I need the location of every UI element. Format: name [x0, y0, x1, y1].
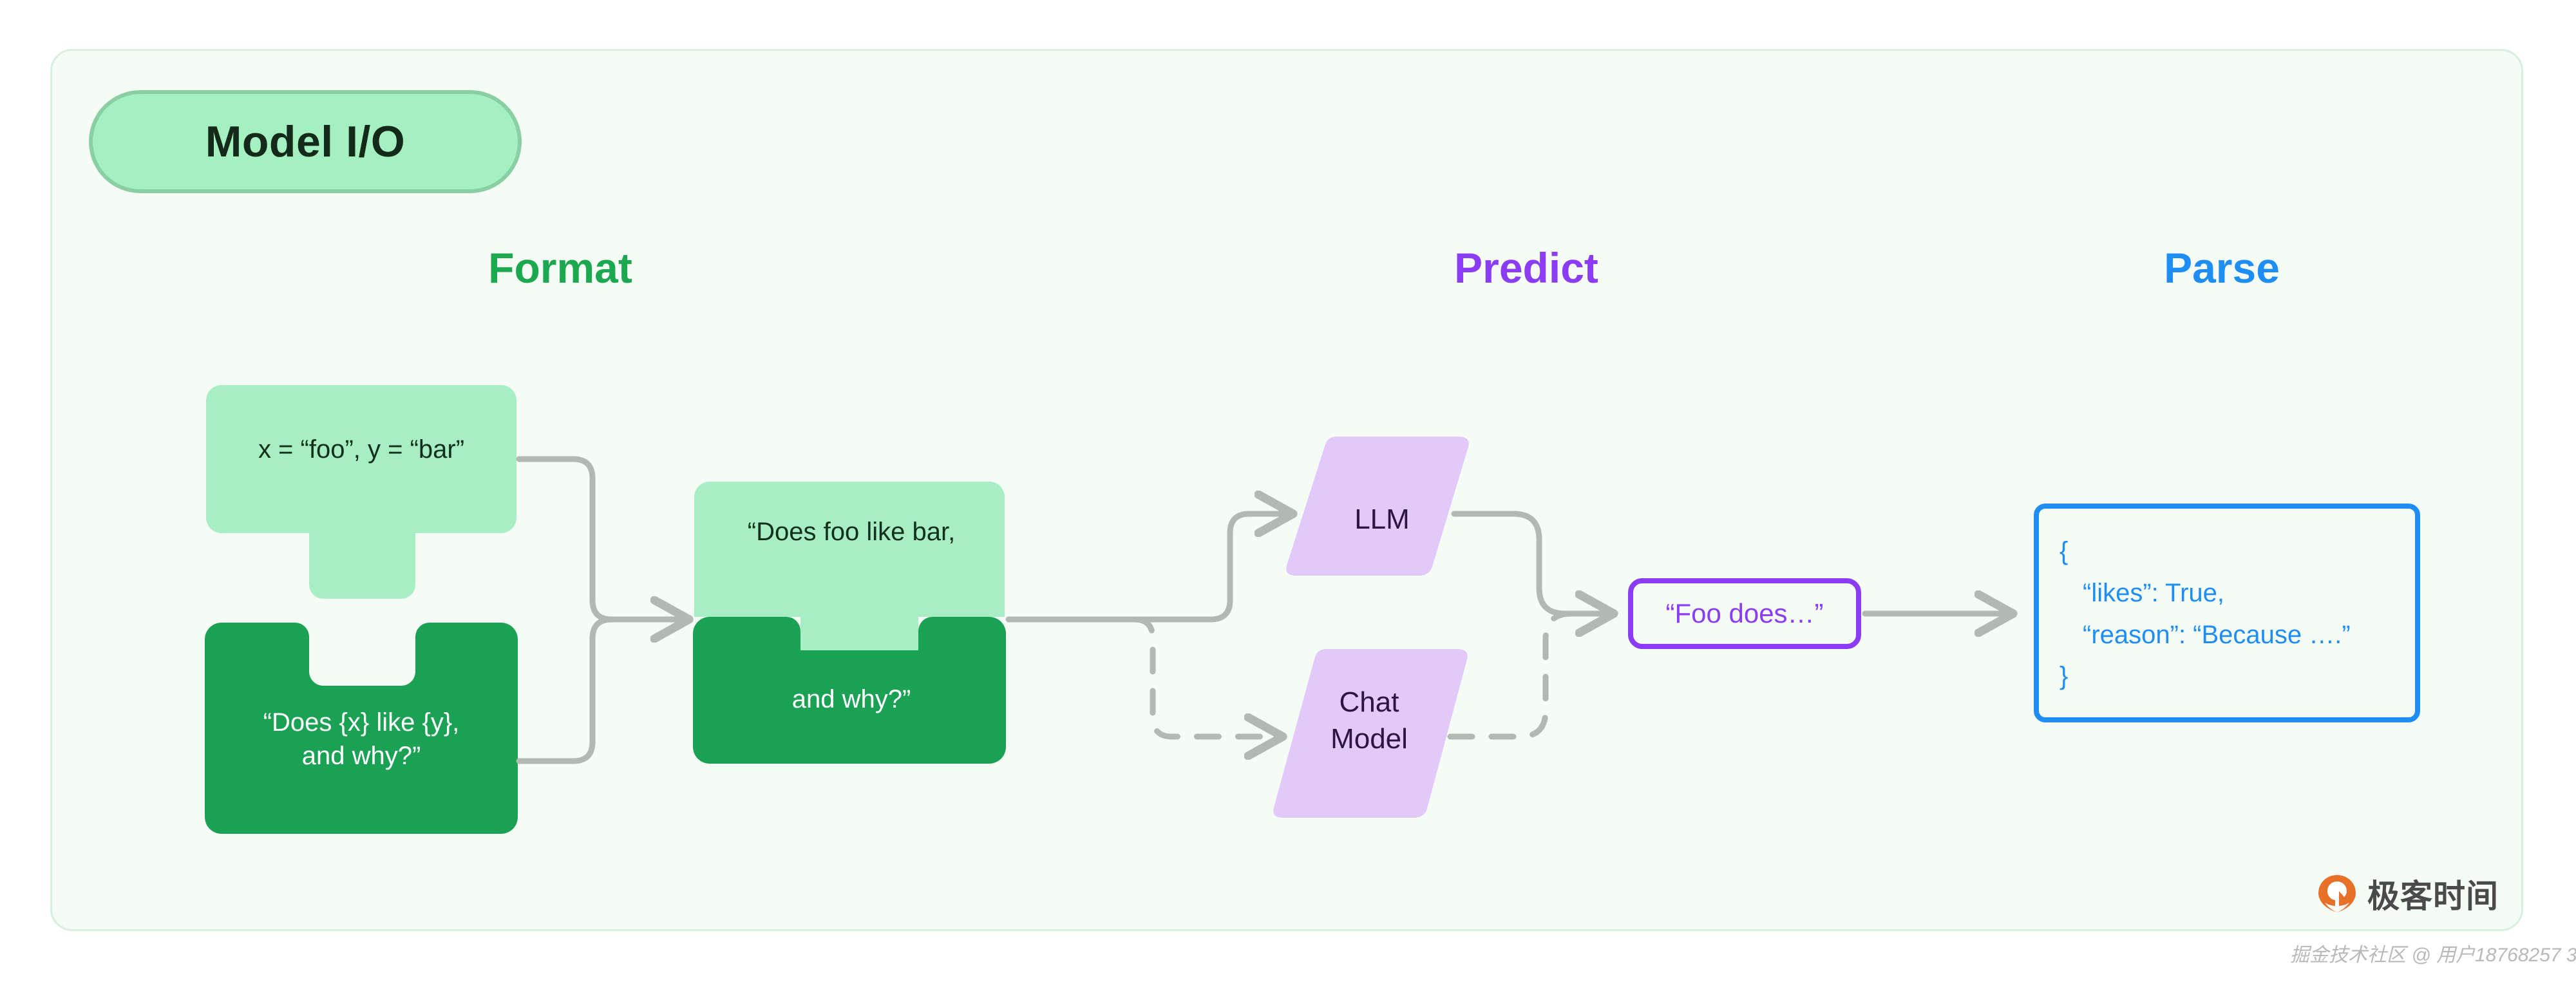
json-line-reason: “reason”: “Because ….” [2083, 620, 2351, 649]
template-puzzle-piece [205, 623, 518, 834]
chat-model-node[interactable] [1273, 649, 1468, 818]
variables-puzzle-piece [206, 385, 516, 599]
model-io-badge-label: Model I/O [205, 117, 406, 166]
model-output-label: “Foo does…” [1665, 598, 1824, 628]
json-line-open: { [2060, 537, 2069, 565]
json-line-likes: “likes”: True, [2083, 578, 2225, 607]
geektime-pin-icon [2317, 874, 2357, 914]
brand-logo: 极客时间 [2317, 871, 2499, 917]
watermark-text: 掘金技术社区 @ 用户18768257 3403 [2290, 945, 2576, 966]
merged-puzzle-top [694, 482, 1005, 650]
llm-node[interactable] [1286, 437, 1469, 576]
model-output-box[interactable]: “Foo does…” [1628, 578, 1861, 649]
json-line-close: } [2060, 662, 2069, 691]
model-io-badge: Model I/O [89, 90, 522, 193]
section-heading-predict: Predict [1454, 244, 1598, 292]
parsed-json-box: { “likes”: True, “reason”: “Because ….” … [2034, 504, 2420, 722]
section-heading-format: Format [488, 244, 632, 292]
brand-logo-text: 极客时间 [2367, 878, 2499, 914]
merged-puzzle-bottom [693, 617, 1006, 764]
section-heading-parse: Parse [2164, 244, 2280, 292]
